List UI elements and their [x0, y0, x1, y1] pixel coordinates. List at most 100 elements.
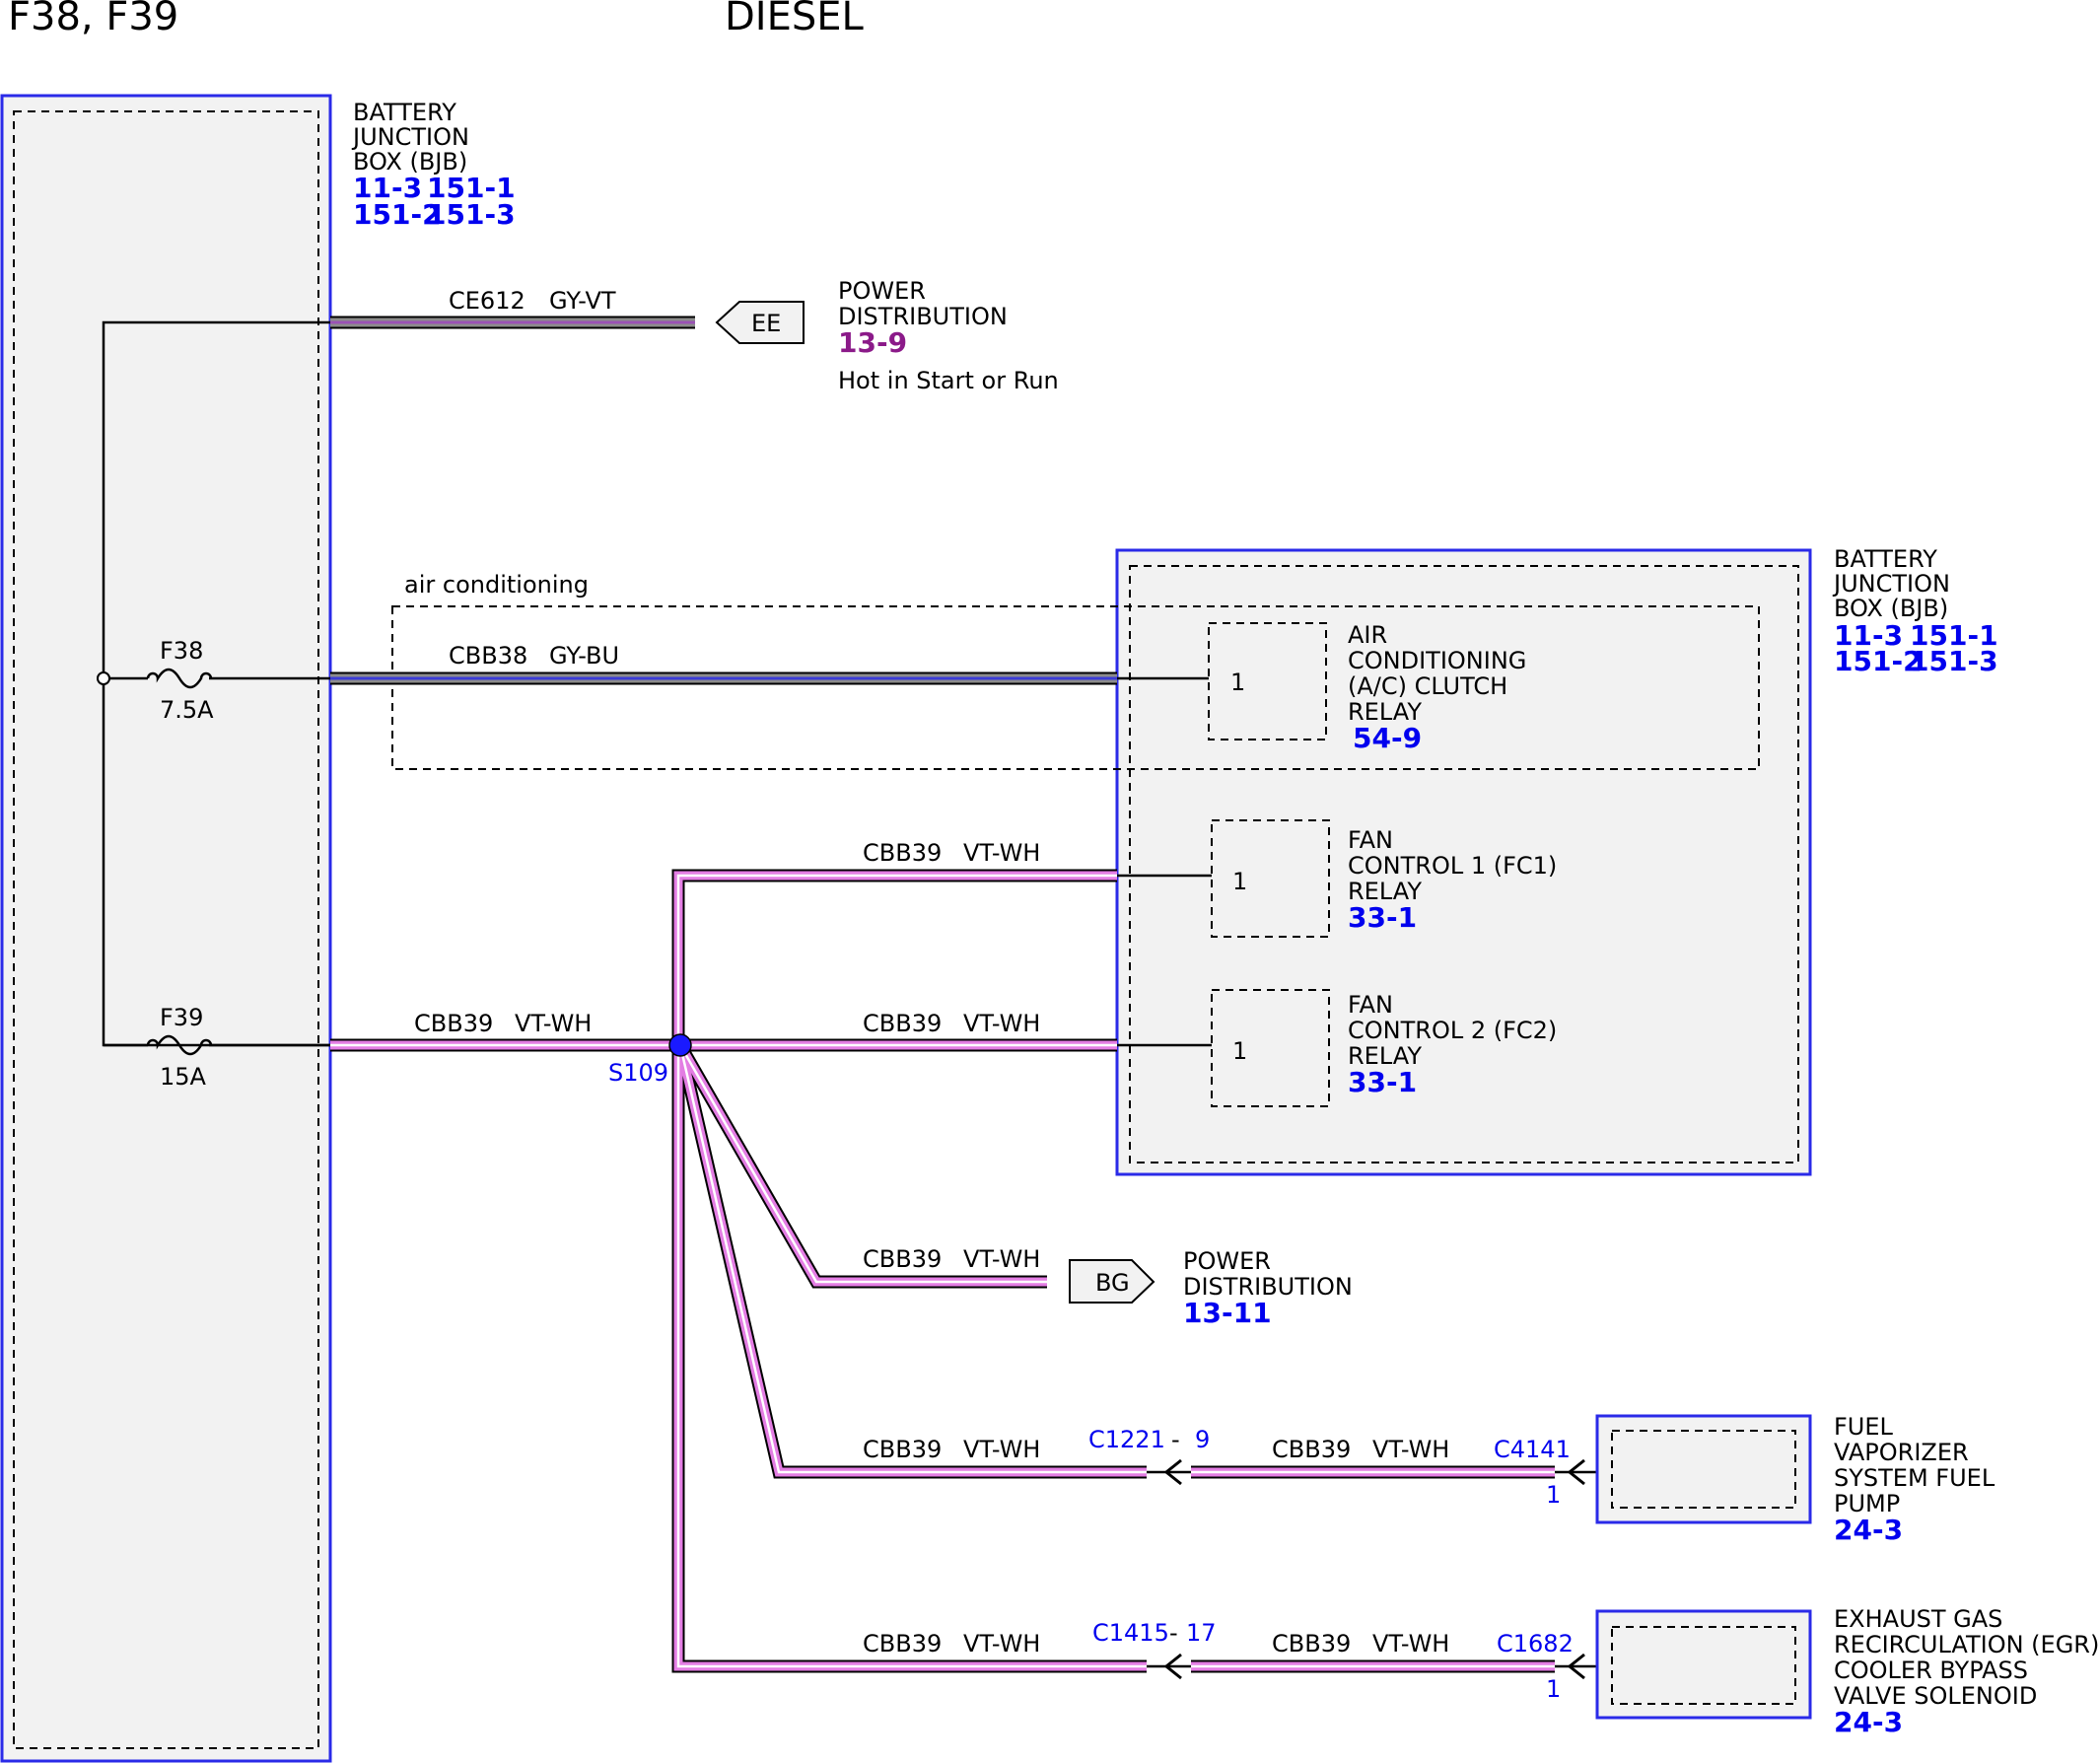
- wire-cbb38-color: GY-BU: [549, 642, 619, 670]
- egr-ref[interactable]: 24-3: [1834, 1706, 1903, 1738]
- connector-ee[interactable]: EE: [715, 301, 805, 344]
- ac-clutch-relay[interactable]: [1208, 622, 1327, 740]
- wire-cbb39-c4141-circuit: CBB39: [1272, 1436, 1351, 1463]
- inline-connector-c1221[interactable]: [1147, 1458, 1191, 1486]
- wire-cbb39-c1415-color: VT-WH: [963, 1630, 1040, 1657]
- wire-cbb39-main-circuit: CBB39: [414, 1010, 493, 1037]
- right-bjb-ref-151-2[interactable]: 151-2: [1834, 645, 1923, 677]
- wire-cbb39-fc2-color: VT-WH: [963, 1010, 1040, 1037]
- fuse-f39[interactable]: [146, 1034, 213, 1056]
- bg-destination-line-2: DISTRIBUTION: [1183, 1273, 1353, 1301]
- right-bjb-name-line-1: BATTERY: [1834, 545, 1937, 573]
- fc2-relay-name-line-2: CONTROL 2 (FC2): [1348, 1017, 1557, 1044]
- bg-destination-ref[interactable]: 13-11: [1183, 1297, 1272, 1329]
- fc2-relay-pin: 1: [1232, 1037, 1247, 1065]
- ee-destination-line-2: DISTRIBUTION: [838, 303, 1008, 330]
- left-bjb-label: BATTERY JUNCTION BOX (BJB) 11-3 151-1 15…: [351, 99, 516, 231]
- left-bjb-name-line-2: JUNCTION: [351, 123, 469, 151]
- wire-cbb39-c4141-color: VT-WH: [1372, 1436, 1449, 1463]
- left-battery-junction-box[interactable]: [0, 94, 332, 1763]
- fc1-relay-pin: 1: [1232, 868, 1247, 895]
- fuse-f38-name: F38: [160, 637, 203, 665]
- ee-destination-ref[interactable]: 13-9: [838, 326, 907, 359]
- wire-cbb39-bg-circuit: CBB39: [863, 1245, 942, 1273]
- ac-relay-name-line-1: AIR: [1348, 621, 1387, 649]
- fuel-vaporizer-pump[interactable]: [1595, 1414, 1812, 1524]
- wire-ce612-circuit: CE612: [449, 287, 525, 315]
- ac-relay-pin: 1: [1230, 669, 1245, 696]
- fc2-relay-ref[interactable]: 33-1: [1348, 1066, 1417, 1098]
- left-bjb-ref-151-1[interactable]: 151-1: [427, 172, 516, 204]
- connector-bg-label: BG: [1095, 1269, 1130, 1297]
- bg-destination-line-1: POWER: [1183, 1247, 1271, 1275]
- wire-ce612-color: GY-VT: [549, 287, 616, 315]
- ac-relay-name-line-4: RELAY: [1348, 698, 1422, 726]
- left-bjb-name-line-1: BATTERY: [353, 99, 456, 126]
- c1415-dash: -: [1169, 1619, 1178, 1647]
- splice-s109[interactable]: [668, 1033, 692, 1057]
- fc2-relay-name-line-3: RELAY: [1348, 1042, 1422, 1070]
- fc1-relay-ref[interactable]: 33-1: [1348, 901, 1417, 934]
- fan-control-1-relay[interactable]: [1211, 819, 1330, 938]
- diagram-engine-title: DIESEL: [725, 0, 865, 39]
- fc1-relay-name-line-3: RELAY: [1348, 878, 1422, 905]
- ac-relay-ref[interactable]: 54-9: [1353, 722, 1422, 754]
- egr-name-line-2: RECIRCULATION (EGR): [1834, 1631, 2099, 1658]
- diagram-fuse-title: F38, F39: [8, 0, 178, 39]
- c1415-name: C1415: [1092, 1619, 1169, 1647]
- fc1-relay-name-line-2: CONTROL 1 (FC1): [1348, 852, 1557, 880]
- connector-bg[interactable]: BG: [1069, 1259, 1155, 1304]
- right-bjb-label: BATTERY JUNCTION BOX (BJB) 11-3 151-1 15…: [1832, 545, 1998, 677]
- right-battery-junction-box[interactable]: [1115, 548, 1812, 1176]
- wire-cbb39-c1682-circuit: CBB39: [1272, 1630, 1351, 1657]
- left-bjb-name-line-3: BOX (BJB): [353, 148, 467, 176]
- fuel-pump-name-line-3: SYSTEM FUEL: [1834, 1464, 1995, 1492]
- c1221-pin: 9: [1195, 1426, 1210, 1453]
- right-bjb-ref-151-3[interactable]: 151-3: [1910, 645, 1998, 677]
- fuel-pump-name-line-4: PUMP: [1834, 1490, 1900, 1517]
- right-bjb-name-line-3: BOX (BJB): [1834, 595, 1948, 622]
- fan-control-2-relay[interactable]: [1211, 989, 1330, 1107]
- c1221-dash: -: [1171, 1426, 1180, 1453]
- left-bjb-ref-11-3[interactable]: 11-3: [353, 172, 422, 204]
- air-conditioning-option-label: air conditioning: [404, 571, 589, 599]
- wire-cbb39-main-color: VT-WH: [515, 1010, 592, 1037]
- wire-cbb39-bg-color: VT-WH: [963, 1245, 1040, 1273]
- wire-cbb39-c1682-color: VT-WH: [1372, 1630, 1449, 1657]
- air-conditioning-option-box: [391, 605, 1760, 770]
- connector-ee-label: EE: [751, 310, 781, 337]
- c4141-pin: 1: [1546, 1481, 1561, 1509]
- fuse-f39-rating: 15A: [160, 1063, 207, 1091]
- fc2-relay-name-line-1: FAN: [1348, 991, 1393, 1019]
- wire-cbb39-c1221-circuit: CBB39: [863, 1436, 942, 1463]
- wire-cbb39-fc1-circuit: CBB39: [863, 839, 942, 867]
- c1682-pin: 1: [1546, 1675, 1561, 1703]
- inline-connector-c1415[interactable]: [1147, 1653, 1191, 1680]
- ac-relay-name-line-3: (A/C) CLUTCH: [1348, 672, 1507, 700]
- wire-cbb39-c1221-color: VT-WH: [963, 1436, 1040, 1463]
- left-bjb-ref-151-2[interactable]: 151-2: [353, 198, 442, 231]
- fc1-relay-name-line-1: FAN: [1348, 826, 1393, 854]
- left-bjb-ref-151-3[interactable]: 151-3: [427, 198, 516, 231]
- wire-cbb38-circuit: CBB38: [449, 642, 527, 670]
- egr-cooler-bypass-valve-solenoid[interactable]: [1595, 1609, 1812, 1720]
- wire-cbb39-fc2-circuit: CBB39: [863, 1010, 942, 1037]
- egr-name-line-3: COOLER BYPASS: [1834, 1657, 2028, 1684]
- c1682-name: C1682: [1497, 1630, 1574, 1657]
- fuel-pump-ref[interactable]: 24-3: [1834, 1514, 1903, 1546]
- c1221-name: C1221: [1088, 1426, 1165, 1453]
- fuse-f39-name: F39: [160, 1004, 203, 1031]
- ee-hot-note: Hot in Start or Run: [838, 367, 1059, 394]
- wire-cbb39-fc1-color: VT-WH: [963, 839, 1040, 867]
- fuel-pump-name-line-2: VAPORIZER: [1834, 1439, 1969, 1466]
- fuse-f38-rating: 7.5A: [160, 696, 214, 724]
- ee-destination-line-1: POWER: [838, 277, 926, 305]
- c1415-pin: 17: [1186, 1619, 1217, 1647]
- fuse-f38[interactable]: [146, 668, 213, 689]
- right-bjb-ref-11-3[interactable]: 11-3: [1834, 619, 1903, 652]
- right-bjb-name-line-2: JUNCTION: [1832, 570, 1950, 598]
- ac-relay-name-line-2: CONDITIONING: [1348, 647, 1526, 674]
- c4141-name: C4141: [1494, 1436, 1571, 1463]
- right-bjb-ref-151-1[interactable]: 151-1: [1910, 619, 1998, 652]
